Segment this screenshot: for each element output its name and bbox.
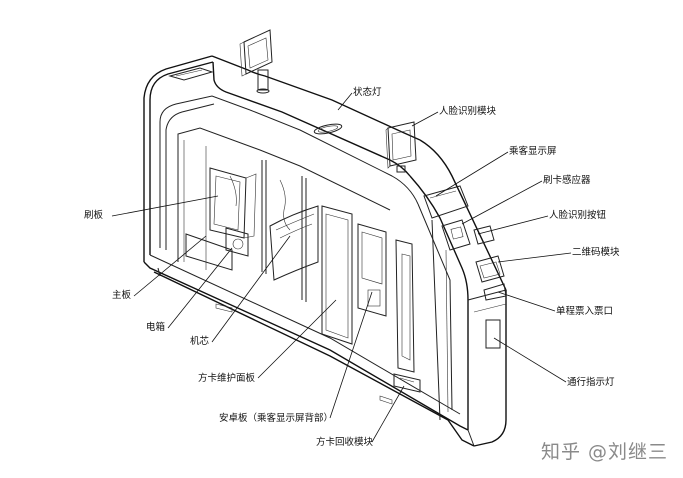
label-qr-module: 二维码模块 bbox=[572, 247, 620, 258]
leader-lines bbox=[111, 92, 572, 443]
label-face-module: 人脸识别模块 bbox=[439, 106, 497, 117]
label-brush-board: 刷板 bbox=[84, 210, 104, 221]
control-console bbox=[423, 185, 507, 349]
label-core: 机芯 bbox=[190, 336, 210, 347]
label-pass-light: 通行指示灯 bbox=[567, 377, 615, 388]
label-face-button: 人脸识别按钮 bbox=[549, 210, 607, 221]
label-power-box: 电箱 bbox=[146, 322, 166, 333]
interior-components bbox=[185, 160, 421, 405]
gate-housing bbox=[143, 55, 507, 447]
status-light-assembly bbox=[239, 29, 273, 94]
label-status-light: 状态灯 bbox=[353, 87, 382, 98]
label-main-board: 主板 bbox=[112, 290, 132, 301]
face-module-assembly bbox=[385, 121, 417, 173]
label-card-sensor: 刷卡感应器 bbox=[543, 175, 591, 186]
watermark-text: 知乎 @刘继三 bbox=[541, 441, 669, 463]
label-card-recycle: 方卡回收模块 bbox=[316, 437, 374, 448]
label-android-board: 安卓板（乘客显示屏背部） bbox=[219, 413, 334, 424]
label-ticket-slot: 单程票入票口 bbox=[556, 306, 614, 317]
label-card-panel: 方卡维护面板 bbox=[198, 373, 256, 384]
label-passenger-screen: 乘客显示屏 bbox=[509, 146, 557, 157]
